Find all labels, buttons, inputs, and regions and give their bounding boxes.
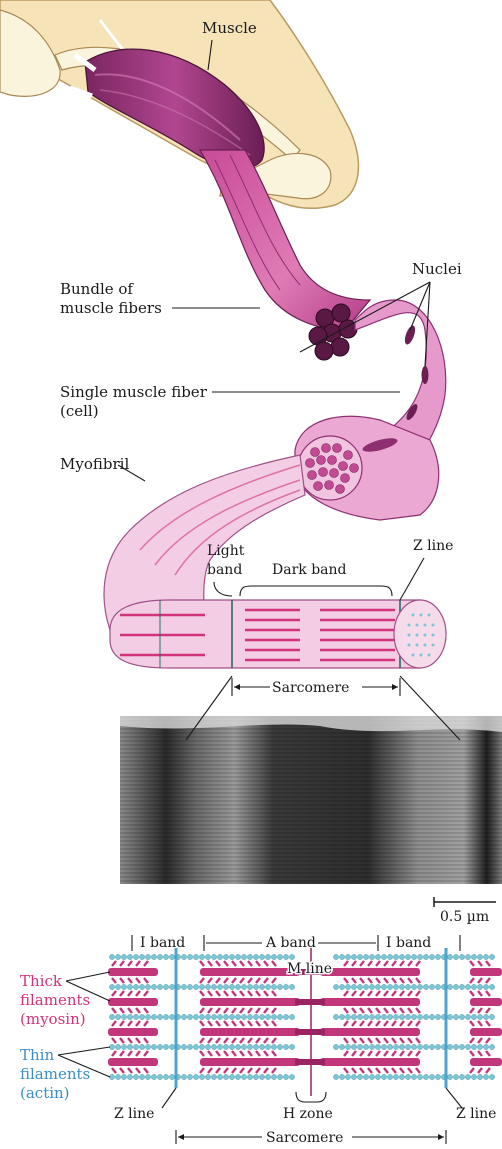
label-single-line1: Single muscle fiber bbox=[60, 383, 208, 401]
electron-micrograph bbox=[120, 716, 502, 884]
label-h-zone: H zone bbox=[283, 1106, 333, 1122]
label-light-band-line2: band bbox=[207, 562, 242, 578]
leader-thin-1 bbox=[58, 1047, 110, 1055]
label-thick-line2: filaments bbox=[20, 991, 90, 1009]
label-z-line-right: Z line bbox=[456, 1106, 496, 1122]
label-i-band-right: I band bbox=[386, 935, 431, 951]
label-thin-line1: Thin bbox=[20, 1046, 54, 1064]
label-i-band-left: I band bbox=[140, 935, 185, 951]
label-myofibril: Myofibril bbox=[60, 455, 129, 473]
leader-myofibril bbox=[118, 465, 145, 481]
label-nuclei: Nuclei bbox=[412, 260, 462, 278]
leader-z-line-right bbox=[446, 1088, 462, 1108]
leader-z-line-top bbox=[400, 558, 424, 600]
label-thick-line3: (myosin) bbox=[20, 1010, 86, 1028]
label-dark-band: Dark band bbox=[272, 562, 347, 578]
label-single-line2: (cell) bbox=[60, 402, 99, 420]
leader-z-line-left bbox=[162, 1088, 176, 1108]
label-muscle: Muscle bbox=[202, 19, 257, 37]
label-z-line-left: Z line bbox=[114, 1106, 154, 1122]
leader-thick-1 bbox=[66, 972, 110, 981]
label-thin-line2: filaments bbox=[20, 1065, 90, 1083]
label-z-line-top: Z line bbox=[413, 538, 453, 554]
label-m-line: M line bbox=[287, 961, 332, 977]
bracket-light-band bbox=[214, 582, 232, 596]
label-sarcomere-top: Sarcomere bbox=[272, 680, 349, 696]
label-a-band: A band bbox=[265, 935, 316, 951]
label-scale-bar: 0.5 µm bbox=[440, 909, 489, 925]
bracket-dark-band bbox=[240, 586, 392, 596]
label-thin-line3: (actin) bbox=[20, 1084, 70, 1102]
label-bundle-line2: muscle fibers bbox=[60, 299, 162, 317]
label-sarcomere-bottom: Sarcomere bbox=[266, 1130, 343, 1145]
label-thick-line1: Thick bbox=[20, 972, 63, 990]
label-light-band-line1: Light bbox=[207, 543, 245, 559]
label-bundle-line1: Bundle of bbox=[60, 280, 134, 298]
